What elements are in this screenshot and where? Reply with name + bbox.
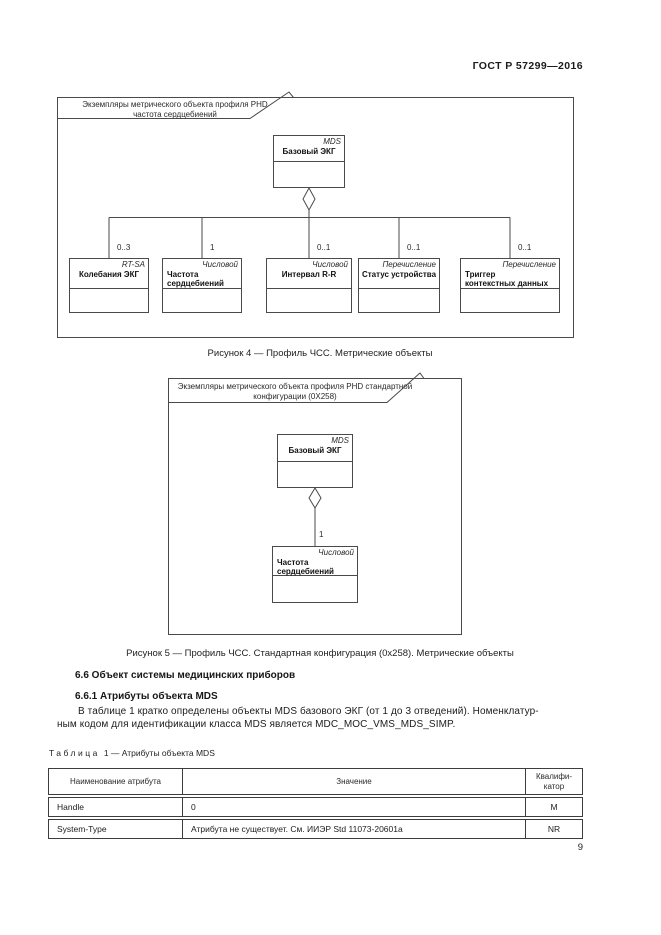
figure4-lines xyxy=(57,91,574,338)
multiplicity-label: 0..1 xyxy=(317,243,331,252)
class-name: Интервал R-R xyxy=(281,270,337,279)
cell-qualifier: M xyxy=(550,802,558,812)
figure5-tab-outline xyxy=(168,372,425,403)
column-header-qualifier: Квалифи-катор xyxy=(535,771,573,791)
stereotype-label: MDS xyxy=(331,436,349,445)
paragraph-line-2: ным кодом для идентификации класса MDS я… xyxy=(57,719,456,730)
cell-value: 0 xyxy=(183,798,526,816)
table-row: Handle 0 M xyxy=(48,797,583,817)
aggregation-diamond xyxy=(302,186,316,212)
class-name: Статус устройства xyxy=(361,270,437,279)
multiplicity-label: 0..1 xyxy=(407,243,421,252)
figure5-frame xyxy=(168,378,462,635)
uml-class-heart-rate: Числовой Частота сердцебиений xyxy=(162,258,242,313)
multiplicity-label: 0..3 xyxy=(117,243,131,252)
stereotype-label: Числовой xyxy=(312,260,348,269)
uml-class-context-trigger: Перечисление Триггер контекстных данных xyxy=(460,258,560,313)
class-name: Триггер контекстных данных xyxy=(465,270,549,288)
class-name: Частота сердцебиений xyxy=(277,558,334,576)
cell-value: Атрибута не существует. См. ИИЭР Std 110… xyxy=(183,820,526,838)
class-name: Колебания ЭКГ xyxy=(78,270,140,279)
column-header-value: Значение xyxy=(183,769,526,794)
class-name: Базовый ЭКГ xyxy=(288,446,342,455)
uml-class-heart-rate: Числовой Частота сердцебиений xyxy=(272,546,358,603)
figure5-diagram: Экземпляры метрического объекта профиля … xyxy=(168,372,462,635)
section-heading-6-6-1: 6.6.1 Атрибуты объекта MDS xyxy=(75,691,218,702)
uml-class-mds: MDS Базовый ЭКГ xyxy=(273,135,345,188)
uml-class-rr-interval: Числовой Интервал R-R xyxy=(266,258,352,313)
figure4-diagram: Экземпляры метрического объекта профиля … xyxy=(57,91,574,338)
paragraph-line-1: В таблице 1 кратко определены объекты MD… xyxy=(78,706,539,717)
figure4-connectors xyxy=(108,210,511,258)
multiplicity-label: 1 xyxy=(319,530,324,539)
stereotype-label: Числовой xyxy=(318,548,354,557)
class-name: Базовый ЭКГ xyxy=(282,147,336,156)
cell-qualifier: NR xyxy=(547,824,561,834)
uml-class-ecg-fluctuations: RT-SA Колебания ЭКГ xyxy=(69,258,149,313)
stereotype-label: MDS xyxy=(323,137,341,146)
figure5-caption: Рисунок 5 — Профиль ЧСС. Стандартная кон… xyxy=(126,648,514,659)
table-header-row: Наименование атрибута Значение Квалифи-к… xyxy=(48,768,583,795)
figure4-frame xyxy=(57,97,574,338)
figure4-tab-outline xyxy=(57,91,294,119)
cell-attribute-name: System-Type xyxy=(49,820,183,838)
multiplicity-label: 1 xyxy=(210,243,215,252)
aggregation-diamond xyxy=(308,487,322,509)
figure4-caption: Рисунок 4 — Профиль ЧСС. Метрические объ… xyxy=(207,348,433,359)
document-header: ГОСТ Р 57299—2016 xyxy=(472,60,583,72)
table1-caption-rest: 1 — Атрибуты объекта MDS xyxy=(103,748,215,758)
stereotype-label: Перечисление xyxy=(382,260,436,269)
stereotype-label: Числовой xyxy=(202,260,238,269)
cell-attribute-name: Handle xyxy=(49,798,183,816)
page-number: 9 xyxy=(577,842,583,853)
table1-caption-word: Таблица xyxy=(49,748,100,758)
uml-class-device-status: Перечисление Статус устройства xyxy=(358,258,440,313)
class-name: Частота сердцебиений xyxy=(167,270,224,288)
figure5-tab-label: Экземпляры метрического объекта профиля … xyxy=(177,382,413,401)
figure4-tab-label: Экземпляры метрического объекта профиля … xyxy=(82,100,268,119)
table-row: System-Type Атрибута не существует. См. … xyxy=(48,819,583,839)
attributes-table: Наименование атрибута Значение Квалифи-к… xyxy=(48,768,583,839)
uml-class-mds: MDS Базовый ЭКГ xyxy=(277,434,353,488)
multiplicity-label: 0..1 xyxy=(518,243,532,252)
figure5-lines xyxy=(168,372,462,635)
stereotype-label: Перечисление xyxy=(502,260,556,269)
column-header-attribute-name: Наименование атрибута xyxy=(49,769,183,794)
stereotype-label: RT-SA xyxy=(121,260,145,269)
section-heading-6-6: 6.6 Объект системы медицинских приборов xyxy=(75,670,296,681)
